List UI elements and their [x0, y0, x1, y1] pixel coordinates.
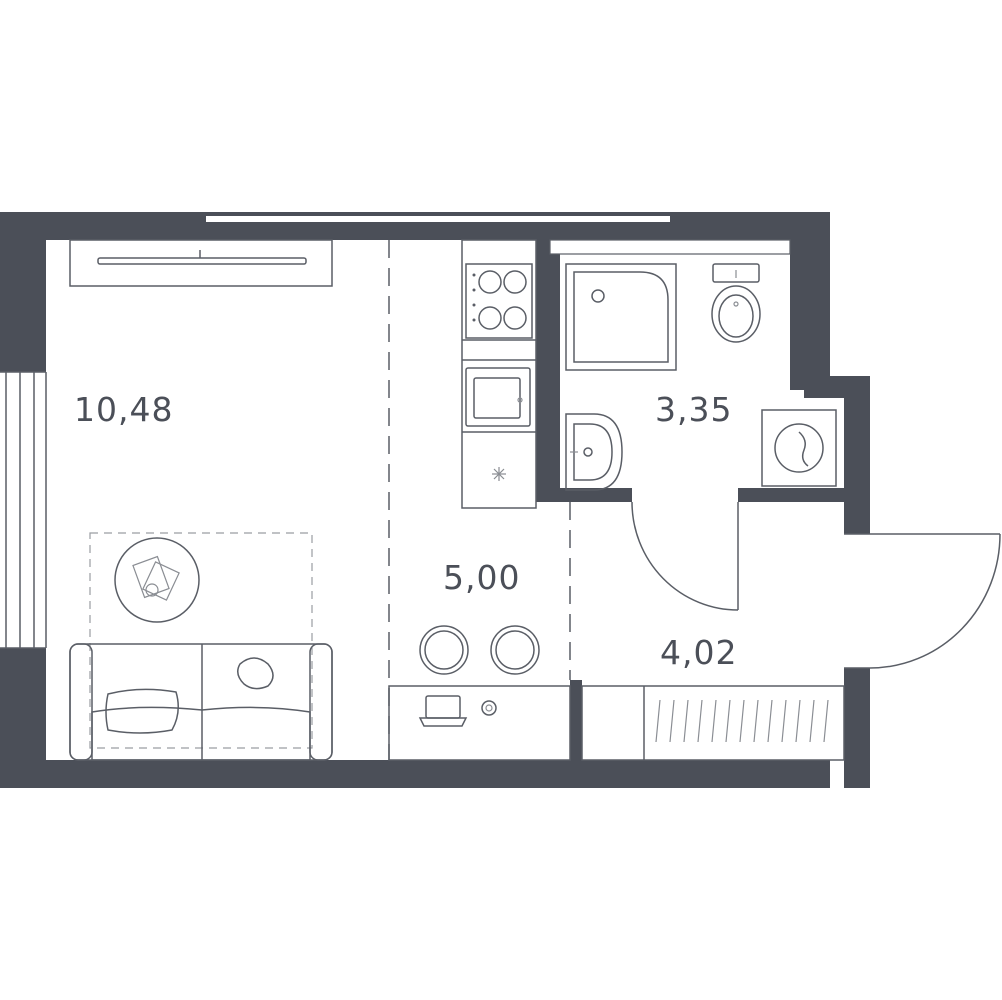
window-left — [0, 371, 47, 649]
rug — [89, 532, 313, 749]
toilet-icon — [711, 263, 761, 343]
window-top — [206, 216, 791, 255]
kitchen-sink-icon — [465, 367, 531, 427]
area-label-bathroom: 3,35 — [655, 390, 732, 429]
coffee-table — [114, 537, 200, 623]
washing-machine-icon — [761, 409, 837, 487]
tv-unit — [69, 239, 333, 287]
desk — [388, 685, 571, 761]
entrance-door — [844, 533, 1001, 669]
area-label-kitchen: 5,00 — [443, 558, 520, 597]
walls — [0, 212, 870, 788]
washbasin-icon — [565, 413, 623, 491]
kitchen-counter — [461, 239, 537, 509]
area-label-hallway: 4,02 — [660, 633, 737, 672]
dining-stools — [419, 625, 540, 675]
bathroom-door — [631, 501, 739, 611]
shower-tray — [565, 263, 677, 371]
fridge-icon — [492, 467, 506, 481]
sofa — [69, 643, 333, 761]
area-label-living-room: 10,48 — [74, 390, 173, 429]
wardrobe — [581, 685, 845, 761]
stove-icon — [465, 263, 533, 339]
